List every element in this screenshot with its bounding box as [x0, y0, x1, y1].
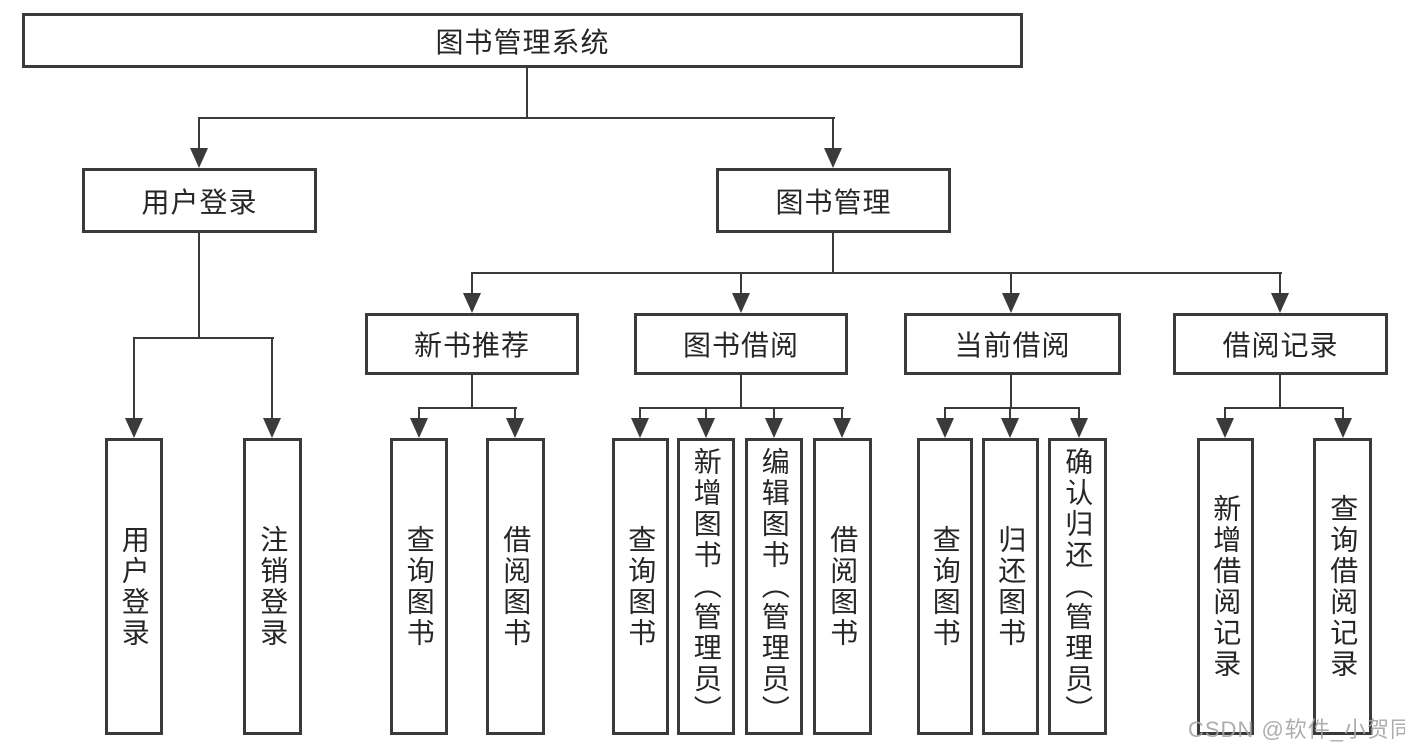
arrow-down-icon — [631, 418, 649, 438]
connector-line — [832, 233, 834, 273]
leaf-label: 新增借阅记录 — [1210, 493, 1242, 680]
leaf-label: 查询图书 — [403, 524, 435, 649]
leaf-borrow-books-borrowing: 借阅图书 — [813, 438, 872, 735]
node-book-borrowing: 图书借阅 — [634, 313, 848, 375]
arrow-down-icon — [1001, 418, 1019, 438]
connector-line — [1009, 407, 1011, 420]
leaf-edit-books-admin: 编辑图书（管理员） — [745, 438, 803, 735]
connector-line — [471, 272, 1282, 274]
connector-line — [418, 407, 517, 409]
node-new-book-recommend: 新书推荐 — [365, 313, 579, 375]
arrow-down-icon — [125, 418, 143, 438]
watermark: CSDN @软件_小贺同学 — [1188, 717, 1405, 742]
arrow-down-icon — [697, 418, 715, 438]
connector-line — [133, 337, 135, 420]
connector-line — [198, 117, 835, 119]
connector-line — [471, 375, 473, 408]
connector-line — [1224, 407, 1226, 420]
connector-line — [1342, 407, 1344, 420]
leaf-confirm-return-admin: 确认归还（管理员） — [1048, 438, 1107, 735]
connector-line — [271, 337, 273, 420]
arrow-down-icon — [1002, 293, 1020, 313]
connector-line — [841, 407, 843, 420]
leaf-add-books-admin: 新增图书（管理员） — [677, 438, 735, 735]
connector-line — [1010, 272, 1012, 295]
arrow-down-icon — [263, 418, 281, 438]
leaf-query-books-current: 查询图书 — [917, 438, 973, 735]
leaf-query-books-recommend: 查询图书 — [390, 438, 448, 735]
leaf-label: 用户登录 — [118, 524, 150, 649]
leaf-label: 查询图书 — [929, 524, 961, 649]
leaf-label: 注销登录 — [257, 524, 289, 649]
connector-line — [1224, 407, 1344, 409]
arrow-down-icon — [765, 418, 783, 438]
node-book-management: 图书管理 — [716, 168, 951, 233]
connector-line — [740, 375, 742, 408]
connector-line — [471, 272, 473, 295]
leaf-label: 查询借阅记录 — [1327, 493, 1359, 680]
leaf-query-borrow-record: 查询借阅记录 — [1313, 438, 1372, 735]
connector-line — [198, 117, 200, 150]
connector-line — [198, 233, 200, 338]
leaf-label: 归还图书 — [995, 524, 1027, 649]
connector-line — [832, 117, 834, 150]
arrow-down-icon — [824, 148, 842, 168]
connector-line — [526, 68, 528, 117]
node-root: 图书管理系统 — [22, 13, 1023, 68]
connector-line — [705, 407, 707, 420]
arrow-down-icon — [463, 293, 481, 313]
connector-line — [1279, 375, 1281, 408]
connector-line — [944, 407, 1080, 409]
arrow-down-icon — [936, 418, 954, 438]
arrow-down-icon — [1070, 418, 1088, 438]
connector-line — [639, 407, 641, 420]
connector-line — [1279, 272, 1281, 295]
node-borrowing-records: 借阅记录 — [1173, 313, 1388, 375]
connector-line — [133, 337, 274, 339]
arrow-down-icon — [410, 418, 428, 438]
arrow-down-icon — [190, 148, 208, 168]
connector-line — [944, 407, 946, 420]
connector-line — [1010, 375, 1012, 408]
leaf-label: 确认归还（管理员） — [1062, 447, 1094, 726]
connector-line — [418, 407, 420, 420]
leaf-logout-login: 注销登录 — [243, 438, 302, 735]
arrow-down-icon — [1334, 418, 1352, 438]
connector-line — [773, 407, 775, 420]
leaf-user-login: 用户登录 — [105, 438, 163, 735]
leaf-borrow-books-recommend: 借阅图书 — [486, 438, 545, 735]
connector-line — [514, 407, 516, 420]
node-current-borrowing: 当前借阅 — [904, 313, 1121, 375]
leaf-label: 借阅图书 — [827, 524, 859, 649]
leaf-add-borrow-record: 新增借阅记录 — [1197, 438, 1254, 735]
arrow-down-icon — [506, 418, 524, 438]
connector-line — [1078, 407, 1080, 420]
connector-line — [740, 272, 742, 295]
leaf-query-books-borrowing: 查询图书 — [612, 438, 669, 735]
leaf-return-books: 归还图书 — [982, 438, 1039, 735]
leaf-label: 新增图书（管理员） — [690, 447, 722, 726]
connector-line — [639, 407, 844, 409]
arrow-down-icon — [732, 293, 750, 313]
leaf-label: 查询图书 — [625, 524, 657, 649]
arrow-down-icon — [1271, 293, 1289, 313]
arrow-down-icon — [833, 418, 851, 438]
leaf-label: 编辑图书（管理员） — [758, 447, 790, 726]
arrow-down-icon — [1216, 418, 1234, 438]
leaf-label: 借阅图书 — [500, 524, 532, 649]
node-user-login: 用户登录 — [82, 168, 317, 233]
